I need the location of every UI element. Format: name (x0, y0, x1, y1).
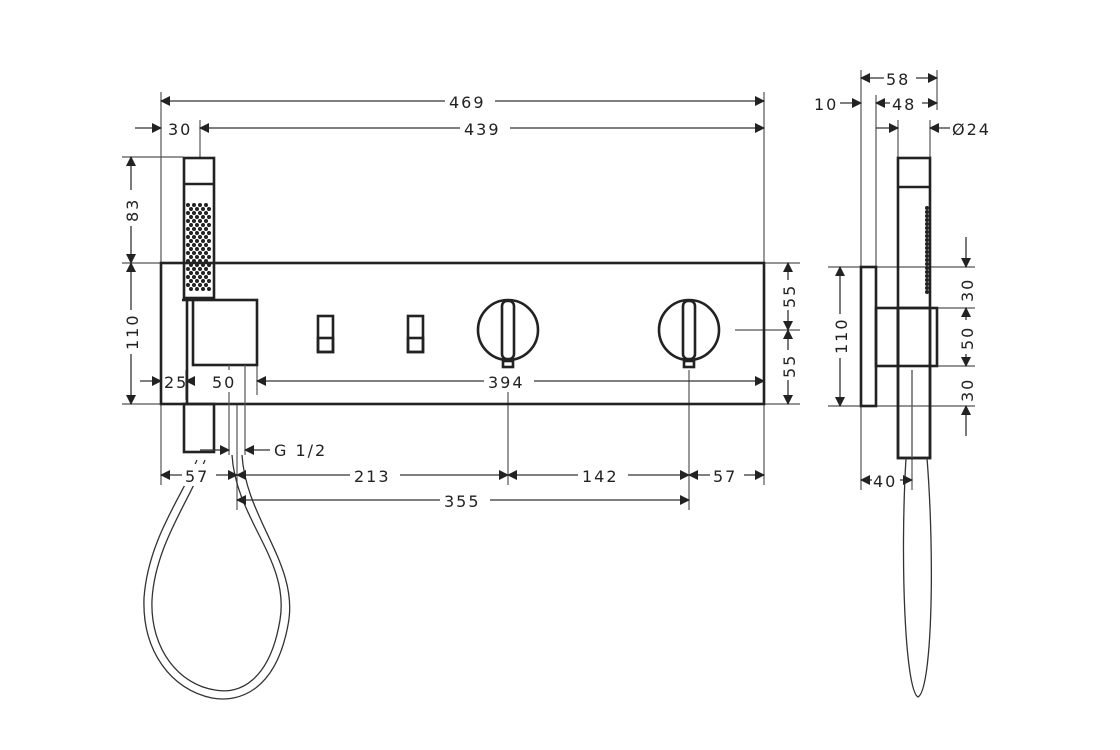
switch-2 (406, 314, 425, 354)
side-dim-110: 110 (832, 317, 851, 354)
dim-439: 439 (464, 120, 501, 139)
side-plate (859, 265, 878, 408)
side-dim-50: 50 (958, 326, 977, 350)
side-hose (902, 457, 933, 698)
dim-110: 110 (123, 313, 142, 350)
side-view: 58 10 48 Ø24 110 30 50 30 40 (814, 67, 991, 698)
dim-55-upper: 55 (780, 284, 799, 308)
front-view: 469 439 30 83 110 25 50 394 G 1/2 57 213… (120, 90, 800, 700)
dim-10: 10 (814, 95, 838, 114)
dim-50: 50 (212, 373, 236, 392)
dim-25: 25 (164, 373, 188, 392)
switch-1 (316, 314, 335, 354)
dim-40: 40 (873, 472, 897, 491)
knob-1 (476, 298, 540, 369)
dim-g12: G 1/2 (274, 441, 327, 460)
dim-55-lower: 55 (780, 354, 799, 378)
hand-shower (182, 156, 216, 454)
dim-58: 58 (886, 70, 910, 89)
spray-nozzles (186, 203, 211, 291)
side-dim-30-bottom: 30 (958, 378, 977, 402)
dim-355: 355 (444, 492, 481, 511)
side-spray-nozzles (925, 206, 929, 294)
dim-83: 83 (123, 198, 142, 222)
shower-holder (191, 298, 259, 367)
dim-57-left: 57 (185, 467, 209, 486)
knob-2 (657, 298, 721, 369)
dim-142: 142 (582, 467, 619, 486)
dim-diameter-24: Ø24 (952, 120, 991, 139)
side-dim-30-top: 30 (958, 278, 977, 302)
dim-30: 30 (168, 120, 192, 139)
control-panel (159, 261, 766, 406)
dim-469: 469 (449, 93, 486, 112)
dim-213: 213 (354, 467, 391, 486)
dim-48: 48 (892, 95, 916, 114)
dim-57-right: 57 (713, 467, 737, 486)
shower-hose (151, 454, 282, 692)
dim-394: 394 (488, 373, 525, 392)
